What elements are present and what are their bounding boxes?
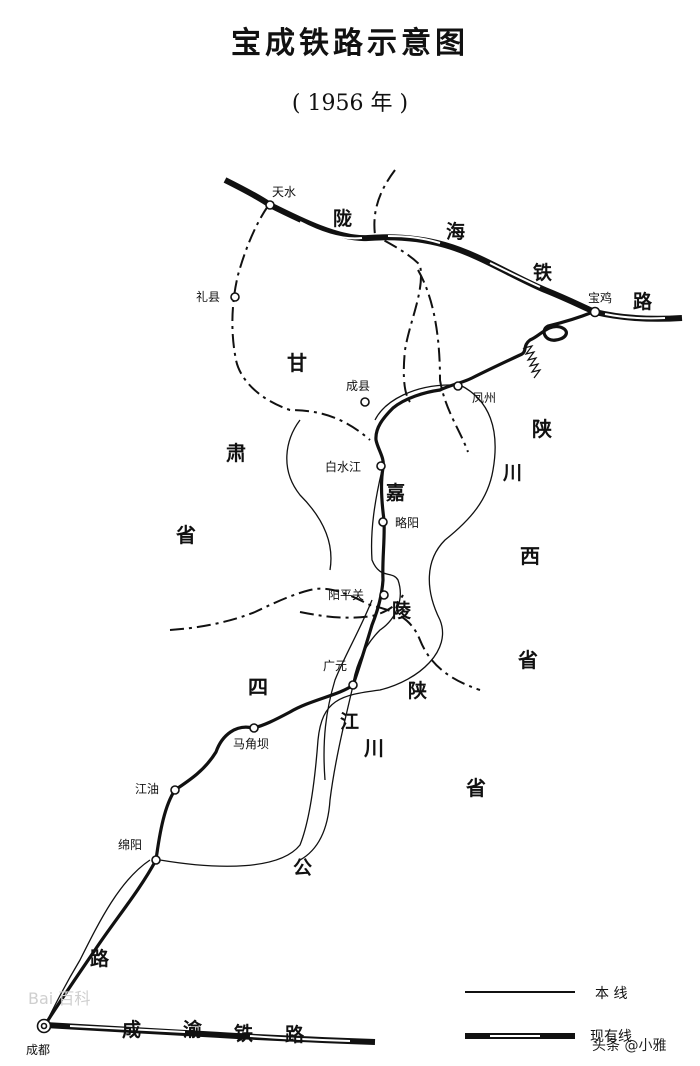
label-yangpingguan: 阳平关 [328,588,364,602]
map-year: ( 1956 年 ) [291,91,409,116]
region-su: 肃 [226,441,246,465]
river-west [286,419,332,571]
longhai-railway [223,177,683,322]
legend-existing-line-label: 现有线 [590,1029,632,1045]
station-marker-tianshui [265,200,275,210]
chengyu-railway [44,1022,376,1045]
chuanshan-char-2: 陕 [408,679,427,702]
station-marker-chengxian [360,397,370,407]
jialing-char-3: 江 [340,711,359,733]
label-chengxian: 成县 [346,379,370,393]
province-boundaries [169,169,481,691]
region-shan: 陕 [532,417,552,441]
region-sheng-sichuan: 省 [465,776,486,800]
label-chengdu: 成都 [26,1043,50,1057]
label-baoji: 宝鸡 [588,290,612,305]
station-labels: 天水 礼县 成县 宝鸡 凤州 白水江 略阳 阳平关 广元 马角坝 江油 绵阳 成… [26,185,612,1057]
region-si: 四 [248,675,268,699]
boundary-inner-a [299,594,404,619]
label-lueyang: 略阳 [395,515,419,530]
gonglu-char-2: 路 [90,947,110,970]
station-marker-jiangyou [170,785,180,795]
chuanshan-highway [159,384,496,867]
line-labels: 陇 海 铁 路 川 陕 嘉 陵 江 公 路 成 渝 铁 路 [90,207,653,1046]
station-marker-majiaoba [249,723,259,733]
jialing-river-a [374,384,451,421]
station-marker-guangyuan [348,680,358,690]
station-markers [36,200,601,1034]
label-majiaoba: 马角坝 [233,737,269,751]
longhai-char-3: 铁 [533,261,552,284]
boundary-gansu-west [231,205,371,441]
longhai-char-1: 陇 [333,207,352,230]
chengyu-char-1: 成 [122,1018,141,1041]
legend-main-line-label: 本 线 [595,986,627,1002]
existing-railways [44,177,683,1045]
label-jiangyou: 江油 [135,782,159,796]
chengyu-char-4: 路 [285,1023,305,1046]
station-marker-yangpingguan [379,590,389,600]
station-marker-fengzhou [453,381,463,391]
boundary-inner-b [417,269,469,453]
longhai-char-4: 路 [633,290,653,313]
station-marker-baishuijiang [376,461,386,471]
station-marker-lixian [230,292,240,302]
jialing-char-2: 陵 [392,599,412,622]
map-title: 宝成铁路示意图 [231,26,469,61]
label-fengzhou: 凤州 [472,391,496,405]
credit: 头条 @小雅 [592,1037,666,1054]
longhai-char-2: 海 [446,220,465,243]
region-xi: 西 [520,544,540,568]
station-marker-lueyang [378,517,388,527]
jialing-river-b [299,469,401,861]
jialing-char-1: 嘉 [385,482,405,504]
gonglu-char-1: 公 [293,857,312,879]
boundary-gansu-south [169,587,481,691]
station-marker-mianyang [151,855,161,865]
station-marker-baoji [589,306,601,318]
chengyu-char-3: 铁 [234,1022,253,1045]
legend: 本 线 现有线 [465,986,632,1045]
label-guangyuan: 广元 [323,659,347,673]
label-tianshui: 天水 [272,185,296,199]
chengyu-char-2: 渝 [183,1018,203,1041]
station-marker-chengdu-inner [40,1022,48,1030]
baocheng-main-line [43,310,595,1027]
region-gan: 甘 [287,351,307,375]
switchback-detail [522,339,542,379]
region-sheng-shaanxi: 省 [517,648,538,672]
chuanshan-char-1: 川 [502,462,522,484]
watermark: Bai 百科 [28,989,90,1008]
boundary-gansu-north [373,169,422,403]
jialing-river-c [323,599,373,781]
label-lixian: 礼县 [196,289,220,304]
province-labels: 甘 肃 省 陕 西 省 四 川 省 [175,351,552,800]
thin-lines [44,384,496,1026]
region-chuan: 川 [363,736,384,760]
label-baishuijiang: 白水江 [325,459,361,474]
chengdu-road [44,859,151,1026]
region-sheng-gansu: 省 [175,523,196,547]
label-mianyang: 绵阳 [118,838,142,852]
